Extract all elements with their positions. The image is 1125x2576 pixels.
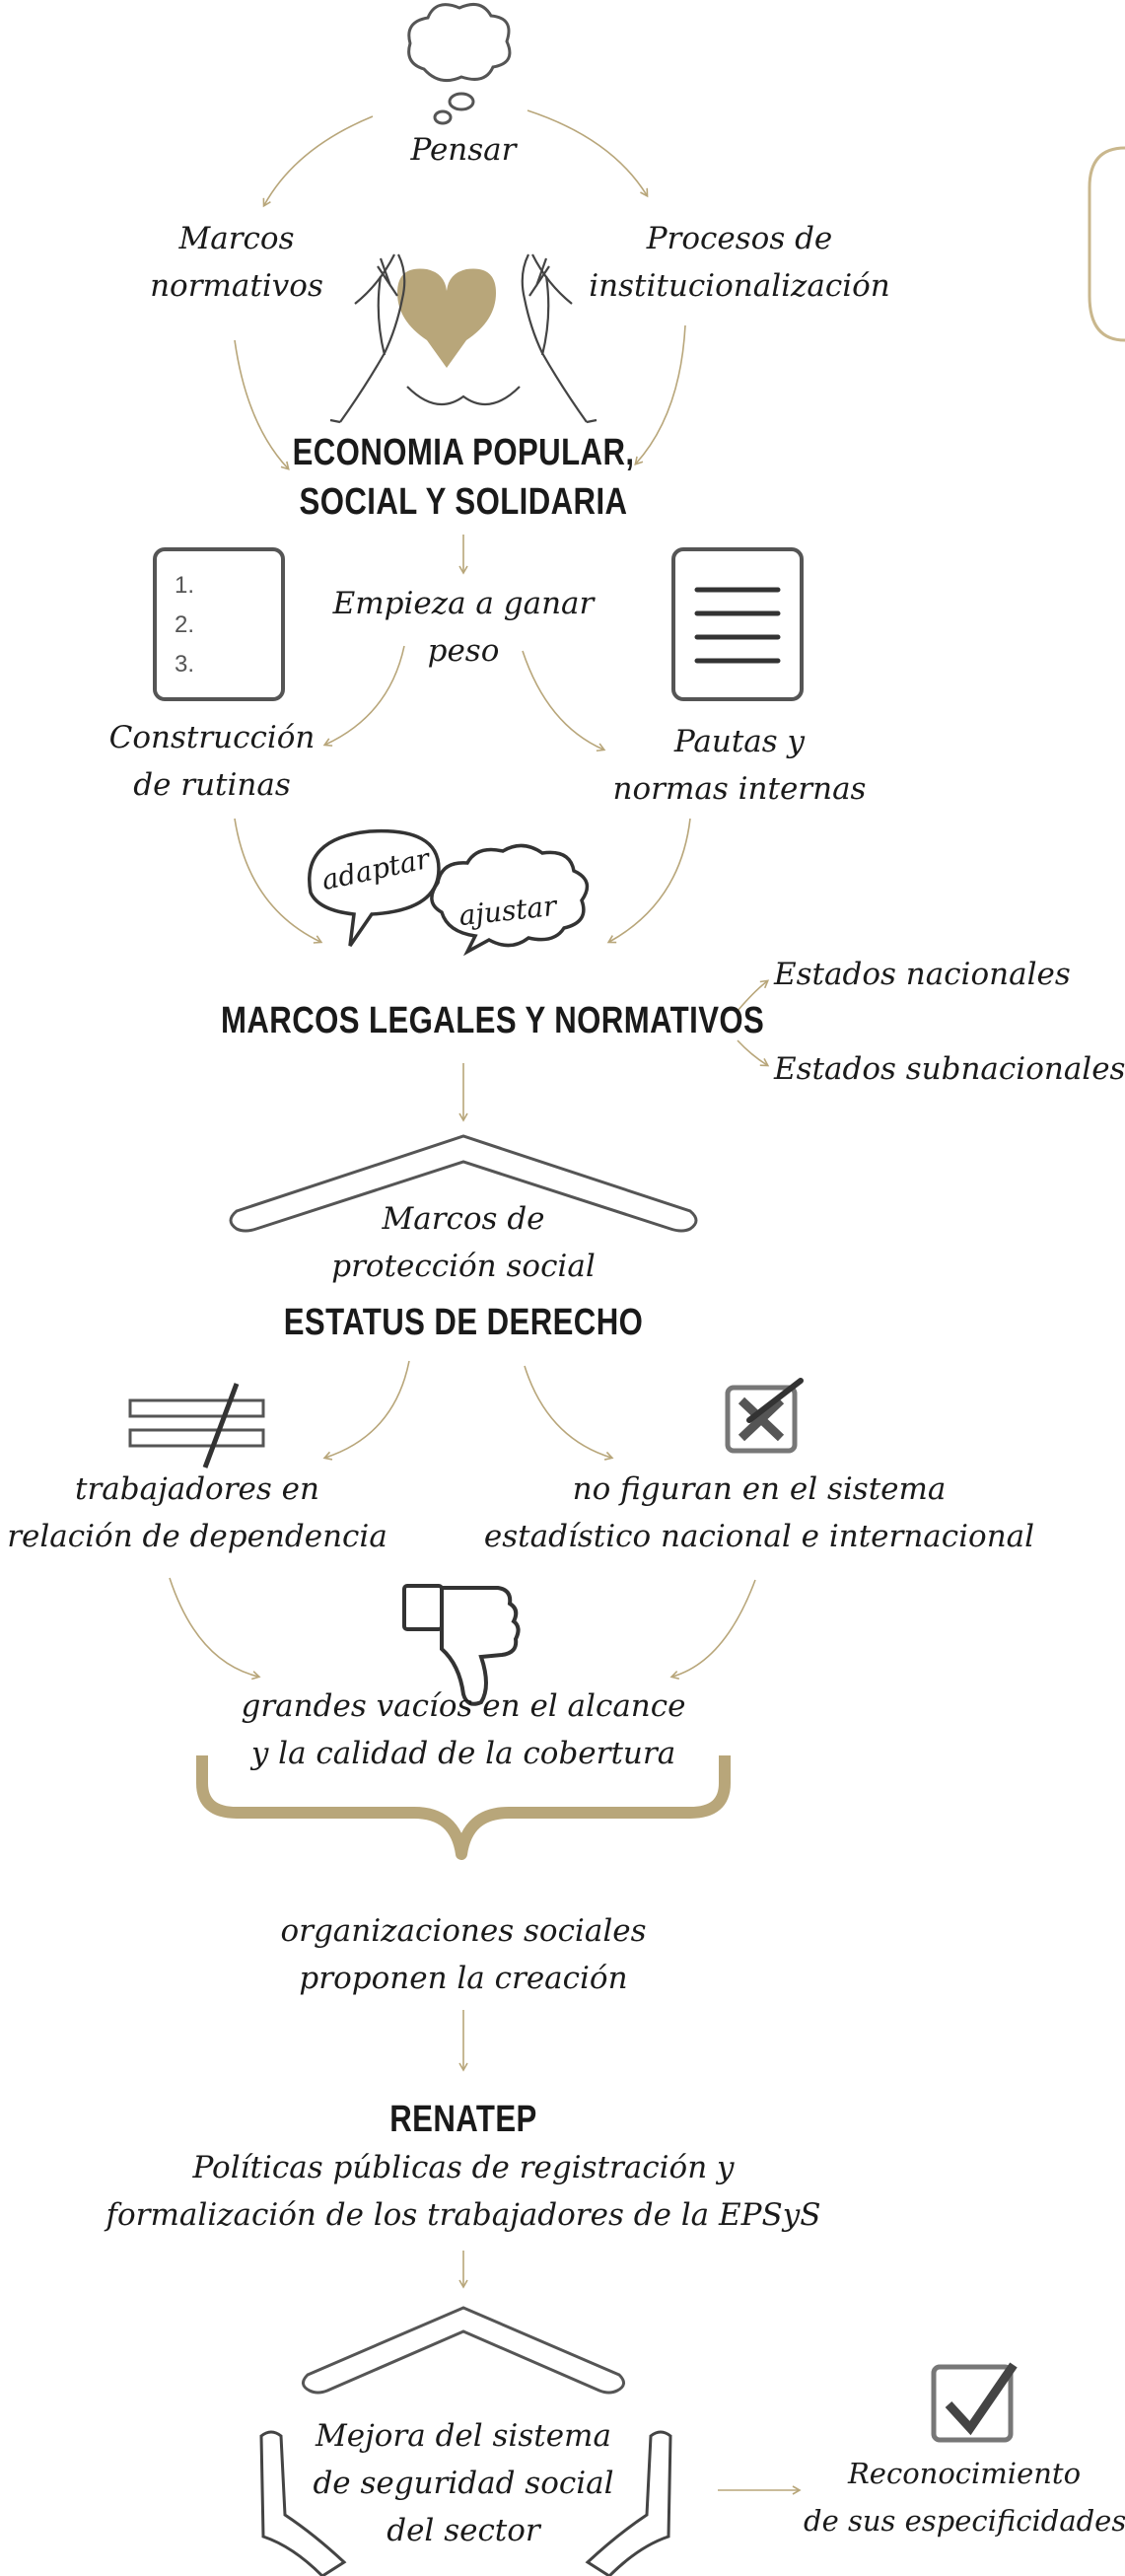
arrow-estatus-trabajadores bbox=[322, 1360, 410, 1461]
procesos-label: Procesos de institucionalización bbox=[589, 221, 890, 304]
arrow-construccion-marcos bbox=[234, 818, 323, 944]
arrow-marcos-estados-nac bbox=[737, 979, 770, 1012]
checkbox-x-icon bbox=[725, 1378, 804, 1454]
roof-icon bbox=[302, 2306, 625, 2395]
curly-brace-icon bbox=[196, 1755, 731, 1860]
estados-subnacionales-label: Estados subnacionales bbox=[774, 1051, 1125, 1087]
pensar-label: Pensar bbox=[410, 132, 517, 168]
politicas-label: Políticas públicas de registración y for… bbox=[105, 2150, 821, 2233]
construccion-label: Construcción de rutinas bbox=[108, 720, 316, 803]
empieza-label: Empieza a ganar peso bbox=[332, 586, 595, 669]
heart-hands-icon bbox=[329, 253, 598, 424]
open-hands-icon bbox=[259, 2430, 672, 2576]
mejora-label: Mejora del sistema de seguridad social d… bbox=[313, 2418, 614, 2548]
speech-bubble-icon bbox=[308, 828, 441, 947]
edge-frame bbox=[1088, 146, 1125, 342]
thought-cloud-icon bbox=[407, 2, 512, 125]
list-number: 2. bbox=[175, 611, 195, 638]
reconocimiento-label: Reconocimiento de sus especificidades bbox=[804, 2457, 1125, 2538]
trabajadores-label: trabajadores en relación de dependencia bbox=[7, 1471, 387, 1554]
pautas-label: Pautas y normas internas bbox=[612, 724, 867, 807]
renatep-title: RENATEP bbox=[389, 2099, 537, 2140]
no-figuran-label: no figuran en el sistema estadístico nac… bbox=[483, 1471, 1035, 1554]
arrow-nofiguran-vacios bbox=[669, 1579, 756, 1680]
lines-document-icon bbox=[671, 547, 804, 701]
arrow-empieza-pautas bbox=[522, 650, 606, 752]
marcos-normativos-label: Marcos normativos bbox=[150, 221, 323, 304]
estados-nacionales-label: Estados nacionales bbox=[774, 957, 1071, 992]
arrow-pautas-marcos bbox=[606, 818, 691, 944]
list-number: 3. bbox=[175, 651, 195, 678]
organizaciones-label: organizaciones sociales proponen la crea… bbox=[280, 1913, 647, 1996]
marcos-proteccion-label: Marcos de protección social bbox=[331, 1201, 596, 1284]
arrow-marcos-estados-sub bbox=[737, 1039, 770, 1067]
speech-cloud-icon bbox=[430, 843, 590, 957]
checkbox-check-icon bbox=[931, 2362, 1018, 2443]
arrow-empieza-construccion bbox=[322, 645, 405, 747]
thumbs-down-icon bbox=[402, 1584, 521, 1706]
economia-title: ECONOMIA POPULAR, SOCIAL Y SOLIDARIA bbox=[292, 432, 635, 523]
arrow-pensar-marcos bbox=[262, 115, 374, 208]
arrow-estatus-nofiguran bbox=[524, 1365, 614, 1461]
not-equal-icon bbox=[128, 1383, 265, 1468]
arrow-pensar-procesos bbox=[527, 109, 649, 198]
roof-icon bbox=[229, 1134, 698, 1233]
arrow-procesos-economia bbox=[634, 324, 686, 465]
numbered-list-icon bbox=[153, 547, 285, 701]
arrow-trabajadores-vacios bbox=[169, 1577, 261, 1681]
list-number: 1. bbox=[175, 572, 195, 599]
grandes-vacios-label: grandes vacíos en el alcance y la calida… bbox=[241, 1688, 686, 1771]
estatus-title: ESTATUS DE DERECHO bbox=[283, 1302, 644, 1343]
arrow-marcos-economia bbox=[234, 339, 290, 470]
marcos-legales-title: MARCOS LEGALES Y NORMATIVOS bbox=[221, 1000, 765, 1041]
